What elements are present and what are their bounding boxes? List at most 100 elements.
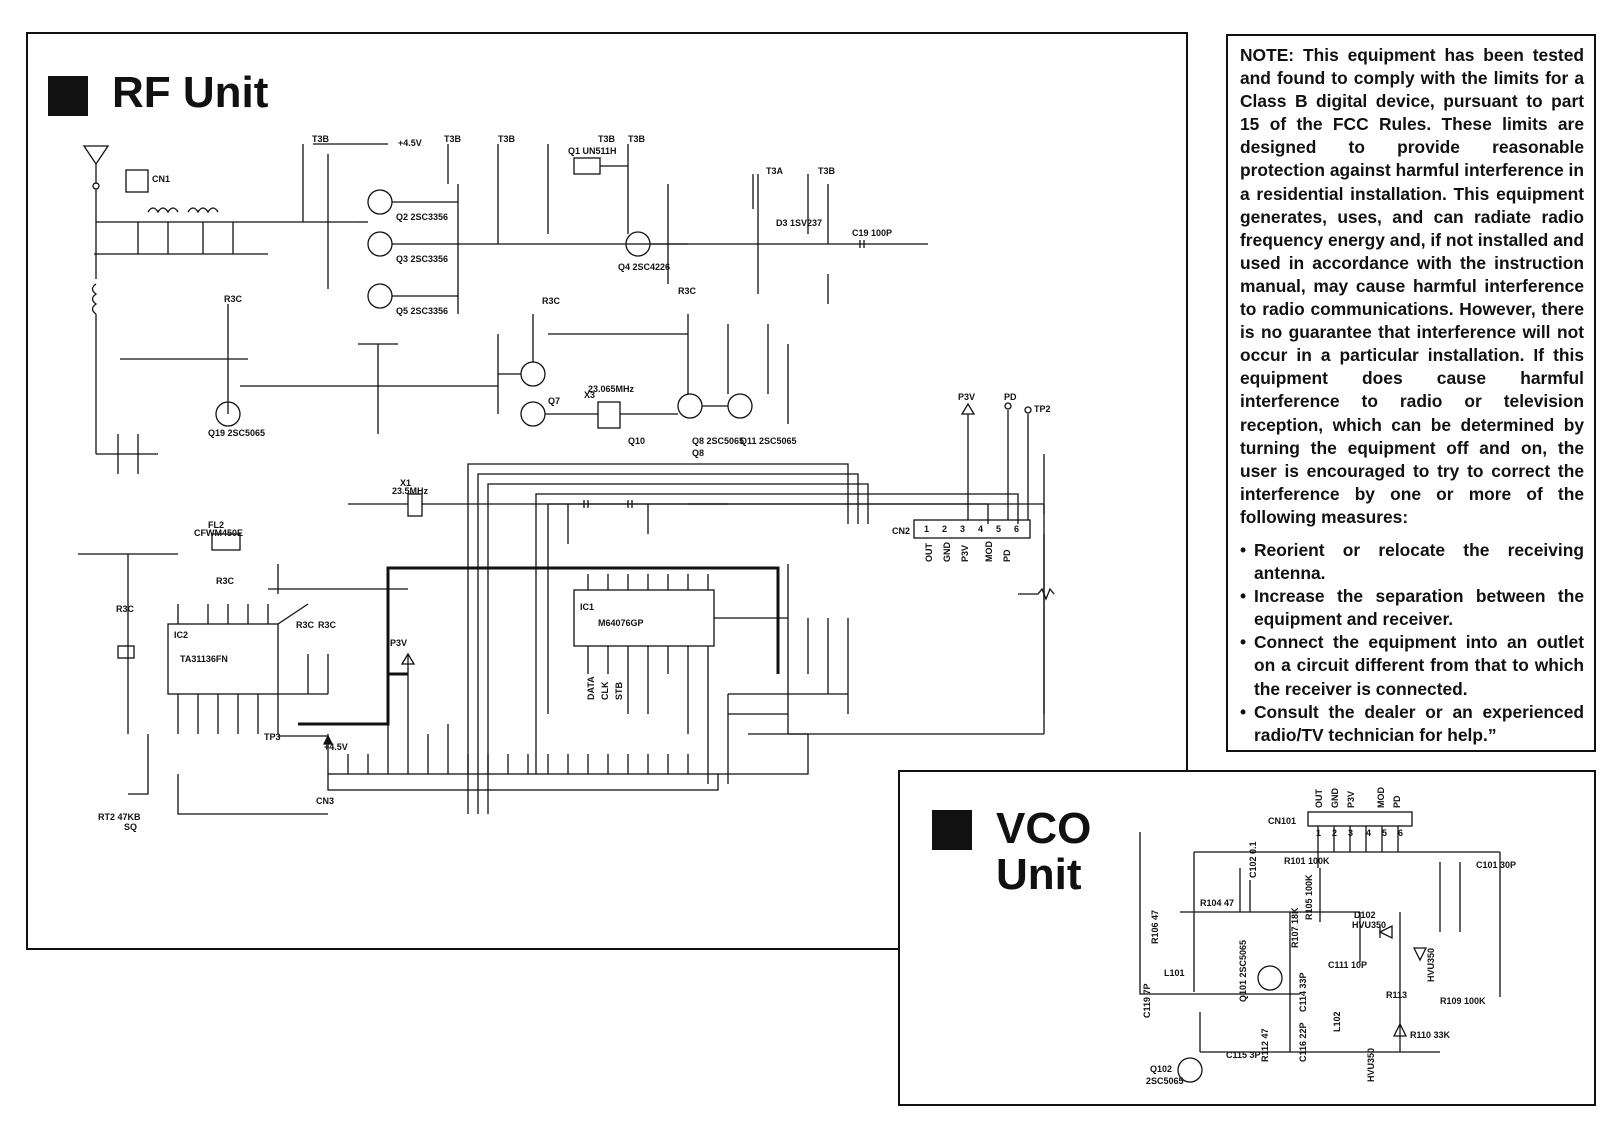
section-square-icon bbox=[932, 810, 972, 850]
svg-text:C114 33P: C114 33P bbox=[1298, 972, 1308, 1012]
svg-text:DATA: DATA bbox=[586, 676, 596, 700]
vco-unit-title: VCO Unit bbox=[932, 806, 1091, 898]
svg-text:T3B: T3B bbox=[628, 134, 646, 144]
transistor-label: Q10 bbox=[628, 436, 645, 446]
svg-text:Q3 2SC3356: Q3 2SC3356 bbox=[396, 254, 448, 264]
svg-text:Q4 2SC4226: Q4 2SC4226 bbox=[618, 262, 670, 272]
svg-text:Q1 UN511H: Q1 UN511H bbox=[568, 146, 617, 156]
svg-text:HVU350: HVU350 bbox=[1352, 920, 1386, 930]
svg-text:CFWM450E: CFWM450E bbox=[194, 528, 243, 538]
svg-text:IC2: IC2 bbox=[174, 630, 188, 640]
svg-text:IC1: IC1 bbox=[580, 602, 594, 612]
svg-text:MOD: MOD bbox=[1376, 787, 1386, 808]
svg-text:D3 1SV237: D3 1SV237 bbox=[776, 218, 822, 228]
svg-text:T3B: T3B bbox=[444, 134, 462, 144]
vco-unit-title-text: VCO Unit bbox=[996, 806, 1091, 898]
mixer-stage: Q1 UN511H Q4 2SC4226 T3B T3B T3B T3B bbox=[444, 134, 759, 294]
svg-text:T3B: T3B bbox=[312, 134, 330, 144]
svg-text:Q8 2SC5065: Q8 2SC5065 bbox=[692, 436, 744, 446]
svg-text:P3V: P3V bbox=[958, 392, 975, 402]
if-stage: Q19 2SC5065 X3 23.065MHz Q8 2SC5065 Q11 … bbox=[120, 286, 797, 446]
svg-text:R107 18K: R107 18K bbox=[1290, 907, 1300, 948]
connector-cn3: CN3 TP3 +4.5V P3V bbox=[98, 638, 719, 832]
list-item: Increase the separation between the equi… bbox=[1240, 585, 1584, 631]
svg-text:L101: L101 bbox=[1164, 968, 1185, 978]
vco-title-line1: VCO bbox=[996, 804, 1092, 853]
svg-text:CLK: CLK bbox=[600, 681, 610, 700]
connector-cn2: CN2 1 2 3 4 5 6 OUT GND P3V MOD PD P3V P… bbox=[892, 392, 1055, 714]
svg-text:PD: PD bbox=[1002, 549, 1012, 562]
ic1-block: IC1 M64076GP DATA CLK STB bbox=[573, 564, 849, 784]
svg-text:R109 100K: R109 100K bbox=[1440, 996, 1486, 1006]
svg-text:RT2 47KB: RT2 47KB bbox=[98, 812, 141, 822]
rf-unit-title-text: RF Unit bbox=[112, 68, 269, 117]
svg-text:Q19 2SC5065: Q19 2SC5065 bbox=[208, 428, 265, 438]
svg-text:R106 47: R106 47 bbox=[1150, 910, 1160, 944]
svg-text:SQ: SQ bbox=[124, 822, 137, 832]
vco-title-line2: Unit bbox=[996, 850, 1082, 899]
svg-text:PD: PD bbox=[1392, 795, 1402, 808]
rf-unit-schematic: CN1 bbox=[78, 134, 1055, 832]
svg-text:L102: L102 bbox=[1332, 1011, 1342, 1032]
svg-text:Q2 2SC3356: Q2 2SC3356 bbox=[396, 212, 448, 222]
svg-text:C101 30P: C101 30P bbox=[1476, 860, 1516, 870]
svg-text:R110 33K: R110 33K bbox=[1410, 1030, 1451, 1040]
svg-text:C116 22P: C116 22P bbox=[1298, 1022, 1308, 1062]
svg-text:5: 5 bbox=[1382, 828, 1387, 838]
control-bus-lines bbox=[467, 463, 1019, 814]
svg-text:R3C: R3C bbox=[296, 620, 315, 630]
svg-text:2: 2 bbox=[942, 524, 947, 534]
svg-text:R113: R113 bbox=[1386, 990, 1407, 1000]
svg-text:M64076GP: M64076GP bbox=[598, 618, 644, 628]
svg-text:T3B: T3B bbox=[598, 134, 616, 144]
svg-text:Q5 2SC3356: Q5 2SC3356 bbox=[396, 306, 448, 316]
vco-unit-panel: VCO Unit CN101 1 2 3 4 5 6 OUT GND P3V M… bbox=[898, 770, 1596, 1106]
list-item: Consult the dealer or an experienced rad… bbox=[1240, 701, 1584, 747]
svg-text:C19 100P: C19 100P bbox=[852, 228, 892, 238]
svg-text:6: 6 bbox=[1398, 828, 1403, 838]
svg-text:CN101: CN101 bbox=[1268, 816, 1296, 826]
svg-text:R3C: R3C bbox=[224, 294, 243, 304]
svg-text:STB: STB bbox=[614, 681, 624, 700]
transistor-q101: Q101 2SC5065 bbox=[1238, 940, 1283, 1002]
svg-text:T3B: T3B bbox=[818, 166, 836, 176]
power-bus bbox=[298, 566, 780, 726]
svg-text:MOD: MOD bbox=[984, 541, 994, 562]
svg-text:GND: GND bbox=[942, 542, 952, 563]
svg-text:R3C: R3C bbox=[116, 604, 135, 614]
svg-text:T3A: T3A bbox=[766, 166, 784, 176]
ic2-block: IC2 TA31136FN FL2 CFWM450E R3C bbox=[78, 520, 408, 734]
note-measures-list: Reorient or relocate the receiving anten… bbox=[1240, 539, 1584, 747]
svg-text:P3V: P3V bbox=[390, 638, 407, 648]
svg-text:4: 4 bbox=[1366, 828, 1371, 838]
svg-text:R104 47: R104 47 bbox=[1200, 898, 1234, 908]
svg-text:5: 5 bbox=[996, 524, 1001, 534]
svg-text:OUT: OUT bbox=[1314, 789, 1324, 809]
note-lead: NOTE: bbox=[1240, 45, 1295, 65]
svg-text:R101 100K: R101 100K bbox=[1284, 856, 1330, 866]
svg-text:23.065MHz: 23.065MHz bbox=[588, 384, 635, 394]
svg-text:HVU350: HVU350 bbox=[1366, 1048, 1376, 1082]
connector-cn1: CN1 bbox=[125, 169, 170, 193]
vco-unit-schematic: CN101 1 2 3 4 5 6 OUT GND P3V MOD PD bbox=[1139, 787, 1516, 1086]
svg-text:R105 100K: R105 100K bbox=[1304, 874, 1314, 920]
transistor-q102: Q102 2SC5065 bbox=[1146, 1057, 1203, 1086]
transistor-label: Q7 bbox=[548, 396, 560, 406]
svg-text:C102 0.1: C102 0.1 bbox=[1248, 841, 1258, 878]
svg-text:2SC5065: 2SC5065 bbox=[1146, 1076, 1184, 1086]
svg-text:R3C: R3C bbox=[678, 286, 697, 296]
svg-text:OUT: OUT bbox=[924, 543, 934, 563]
x1-crystal-section: X1 23.5MHz bbox=[348, 478, 728, 544]
svg-text:+4.5V: +4.5V bbox=[324, 742, 348, 752]
rf-unit-title: RF Unit bbox=[48, 70, 268, 116]
svg-text:CN2: CN2 bbox=[892, 526, 910, 536]
svg-text:R3C: R3C bbox=[542, 296, 561, 306]
note-body: This equipment has been tested and found… bbox=[1240, 45, 1585, 527]
list-item: Reorient or relocate the receiving anten… bbox=[1240, 539, 1584, 585]
svg-text:1: 1 bbox=[924, 524, 929, 534]
transistor-label: Q8 bbox=[692, 448, 704, 458]
rf-input-line bbox=[91, 189, 268, 474]
rf-unit-panel: RF Unit CN1 bbox=[26, 32, 1188, 950]
svg-text:TP2: TP2 bbox=[1034, 404, 1051, 414]
svg-text:T3B: T3B bbox=[498, 134, 516, 144]
